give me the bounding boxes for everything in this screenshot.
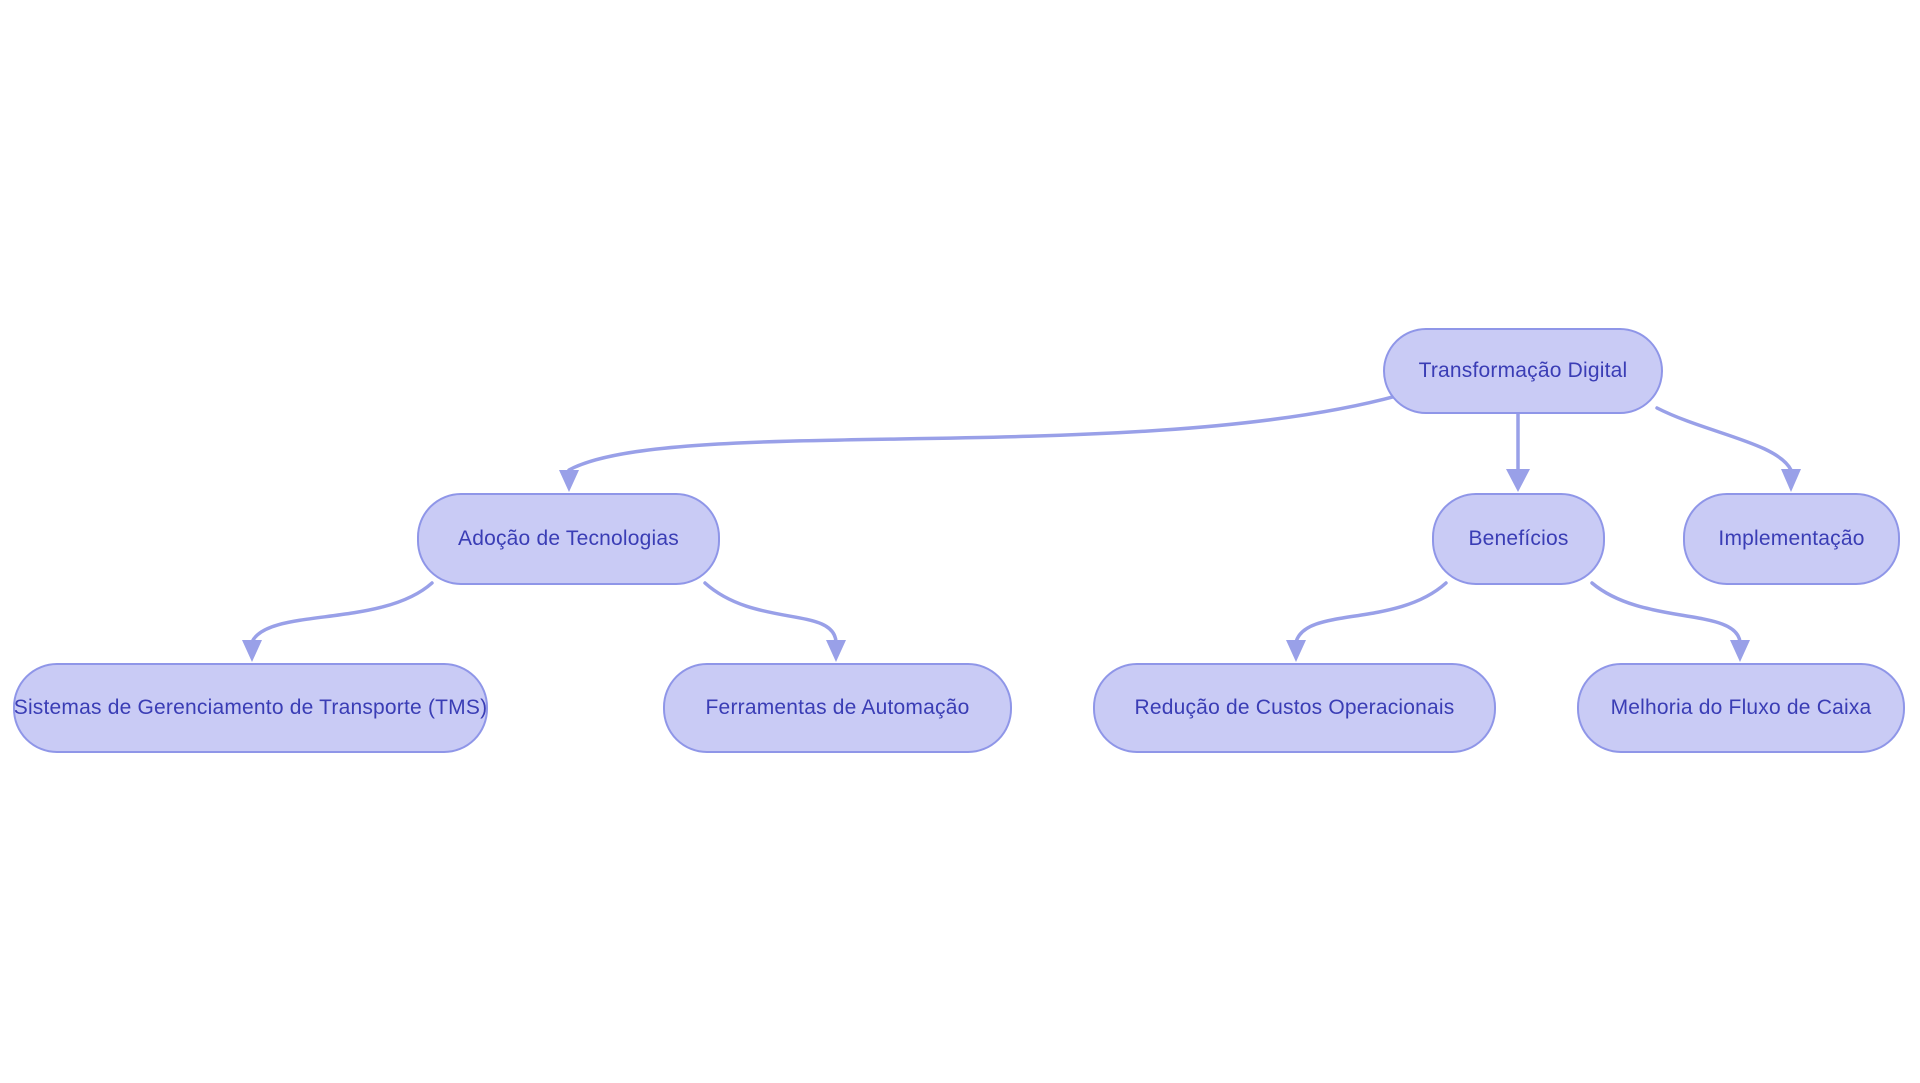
edge-adocao-to-ferramentas	[703, 581, 838, 644]
arrowhead-transformacao-to-implementacao	[1781, 469, 1801, 492]
edge-adocao-to-sistemas	[250, 581, 434, 644]
node-label-ferramentas-automacao: Ferramentas de Automação	[705, 696, 970, 719]
node-reducao-custos: Redução de Custos Operacionais	[1093, 663, 1496, 753]
arrowhead-beneficios-to-melhoria	[1730, 640, 1750, 662]
edge-beneficios-to-melhoria	[1590, 581, 1742, 644]
node-label-transformacao-digital: Transformação Digital	[1418, 359, 1628, 382]
node-melhoria-fluxo-caixa: Melhoria do Fluxo de Caixa	[1577, 663, 1905, 753]
node-label-beneficios: Benefícios	[1468, 527, 1569, 550]
node-label-sistemas-tms: Sistemas de Gerenciamento de Transporte …	[13, 696, 488, 719]
node-label-adocao-de-tecnologias: Adoção de Tecnologias	[458, 527, 679, 550]
node-transformacao-digital: Transformação Digital	[1383, 328, 1663, 414]
node-ferramentas-automacao: Ferramentas de Automação	[663, 663, 1012, 753]
node-label-implementacao: Implementação	[1718, 527, 1865, 550]
arrowhead-transformacao-to-beneficios	[1506, 469, 1530, 492]
node-implementacao: Implementação	[1683, 493, 1900, 585]
node-label-melhoria-fluxo-caixa: Melhoria do Fluxo de Caixa	[1610, 696, 1872, 719]
edge-transformacao-to-adocao	[567, 393, 1402, 472]
arrowhead-beneficios-to-reducao	[1286, 640, 1306, 662]
arrowhead-transformacao-to-adocao	[559, 470, 579, 492]
edge-transformacao-to-implementacao	[1655, 406, 1793, 472]
edge-beneficios-to-reducao	[1294, 581, 1448, 644]
arrowhead-adocao-to-ferramentas	[826, 640, 846, 662]
arrowhead-adocao-to-sistemas	[242, 640, 262, 662]
node-beneficios: Benefícios	[1432, 493, 1605, 585]
node-sistemas-tms: Sistemas de Gerenciamento de Transporte …	[13, 663, 488, 753]
node-adocao-de-tecnologias: Adoção de Tecnologias	[417, 493, 720, 585]
node-label-reducao-custos: Redução de Custos Operacionais	[1134, 696, 1455, 719]
